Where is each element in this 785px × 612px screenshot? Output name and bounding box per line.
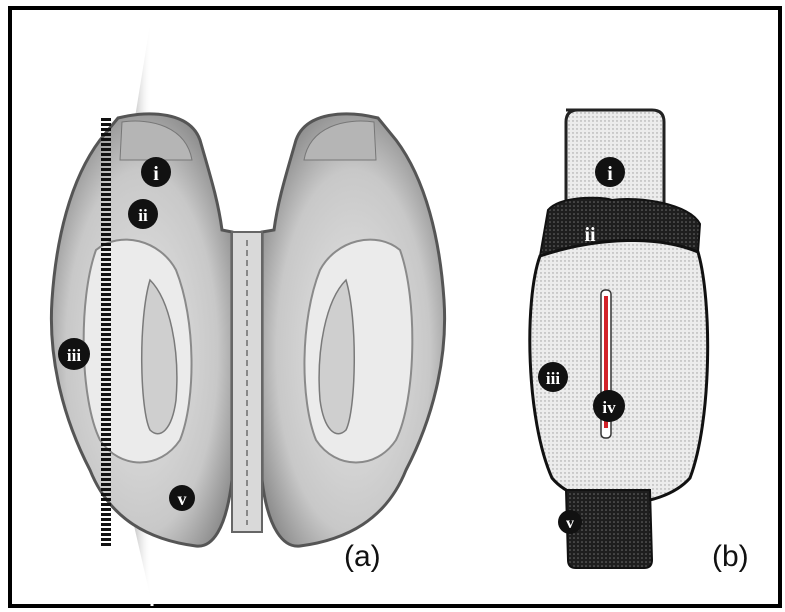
svg-text:i: i: [153, 163, 159, 185]
marker-b-iv: iv: [593, 390, 625, 422]
svg-text:iv: iv: [602, 398, 616, 417]
panel-b-label: (b): [712, 540, 749, 573]
marker-a-iii: iii: [58, 338, 90, 370]
panel-a-label: (a): [344, 540, 381, 573]
svg-text:iii: iii: [546, 369, 560, 388]
marker-b-ii: ii: [584, 224, 596, 246]
svg-text:ii: ii: [138, 206, 148, 225]
marker-a-v: v: [169, 485, 195, 511]
panel-b: i ii iii iv v (b): [530, 110, 749, 573]
svg-text:v: v: [178, 489, 187, 509]
svg-text:i: i: [607, 163, 613, 185]
svg-text:iii: iii: [67, 346, 81, 365]
marker-b-iii: iii: [538, 362, 568, 392]
marker-a-ii: ii: [128, 199, 158, 229]
svg-text:ii: ii: [584, 224, 596, 246]
svg-text:v: v: [566, 515, 574, 532]
marker-a-i: i: [141, 157, 171, 187]
marker-b-v: v: [558, 510, 582, 534]
panel-a: i ii iii v (a): [51, 10, 444, 606]
marker-b-i: i: [595, 157, 625, 187]
